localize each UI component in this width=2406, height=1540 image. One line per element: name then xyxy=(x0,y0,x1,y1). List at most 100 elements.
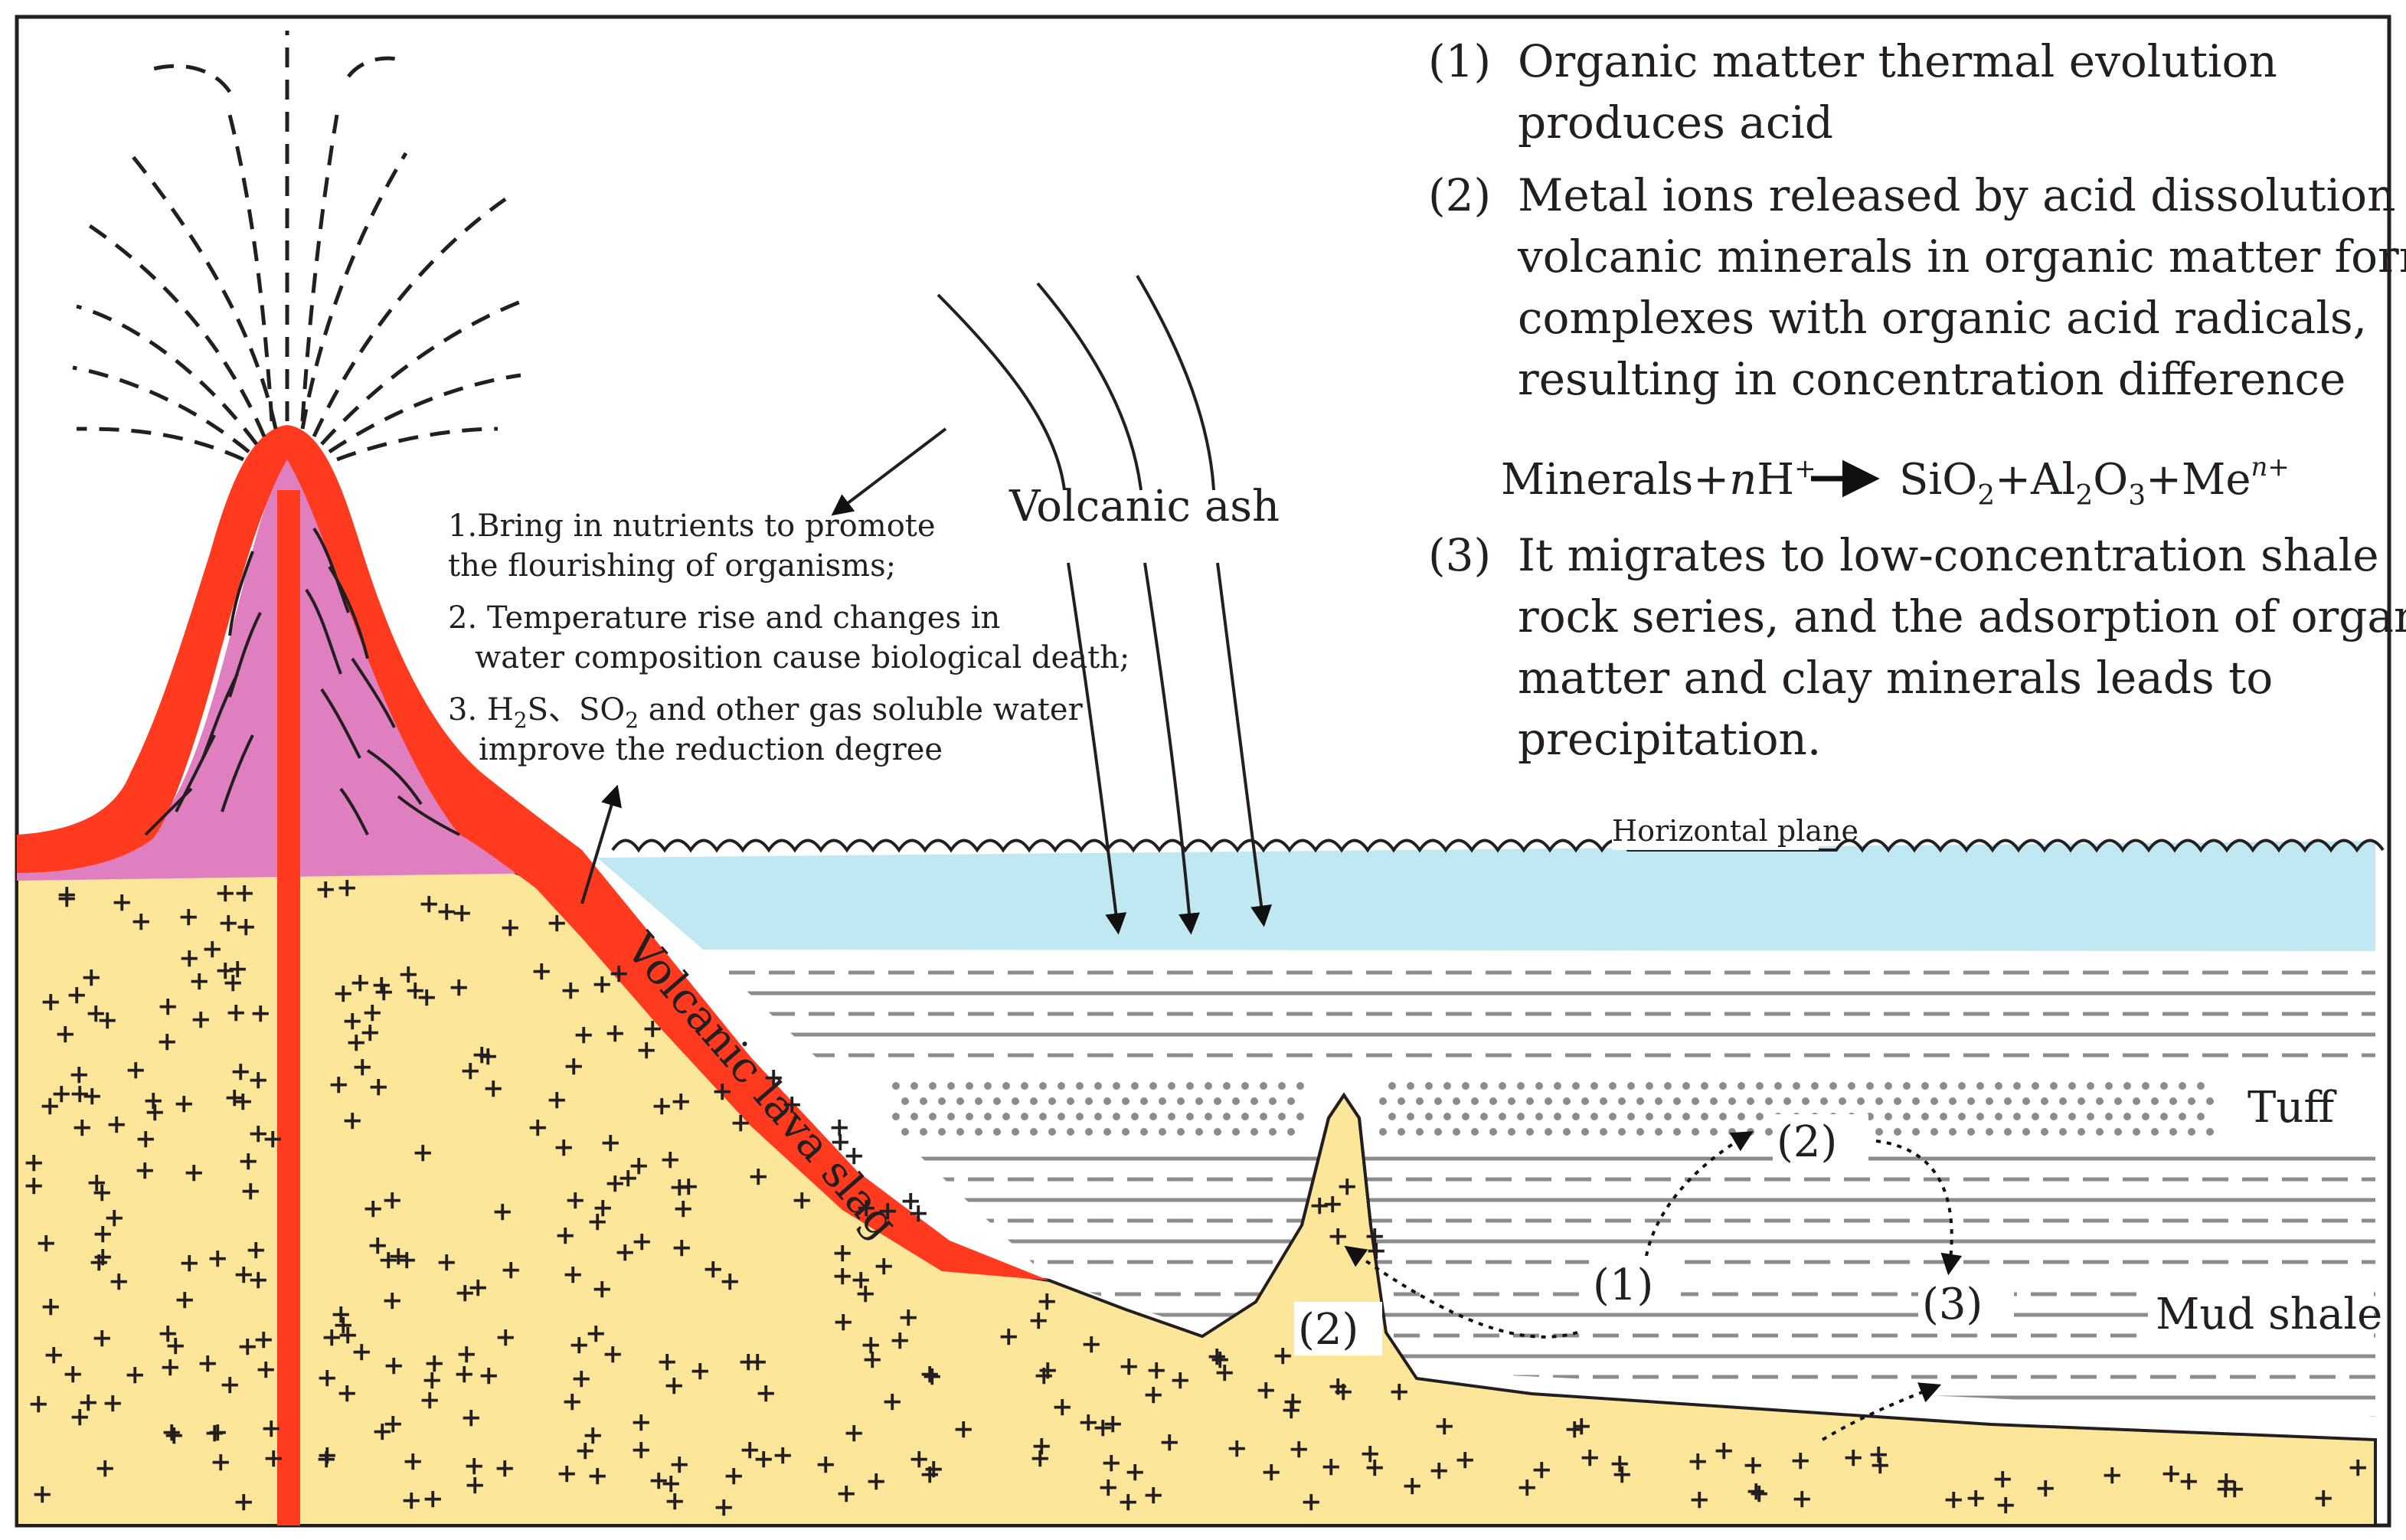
marker-2-lower: (2) xyxy=(1298,1305,1358,1355)
tuff-dot xyxy=(1260,1082,1267,1090)
tuff-dot xyxy=(1976,1082,1984,1090)
rock-plus: + xyxy=(23,1170,45,1201)
tuff-dot xyxy=(929,1082,937,1090)
rock-plus: + xyxy=(448,972,470,1002)
tuff-dot xyxy=(966,1113,973,1120)
tuff-dot xyxy=(1067,1097,1074,1105)
tuff-dot xyxy=(1618,1128,1626,1136)
rock-plus: + xyxy=(247,1118,270,1149)
rock-plus: + xyxy=(669,1449,691,1480)
tuff-dot xyxy=(1545,1097,1552,1105)
tuff-dot xyxy=(975,1128,982,1136)
legend-3-line-4: precipitation. xyxy=(1518,713,1821,765)
tuff-dot xyxy=(1149,1082,1157,1090)
tuff-dot xyxy=(2041,1128,2048,1136)
rock-plus: + xyxy=(351,1336,373,1367)
rock-plus: + xyxy=(159,1352,181,1382)
note-line-5: 3. H2S、SO2 and other gas soluble water xyxy=(448,692,1084,733)
tuff-dot xyxy=(910,1113,918,1120)
legend-3-line-2: rock series, and the adsorption of organ… xyxy=(1518,590,2406,642)
tuff-dot xyxy=(2197,1113,2205,1120)
legend-3-line-3: matter and clay minerals leads to xyxy=(1518,652,2273,704)
rock-plus: + xyxy=(421,1365,443,1395)
rock-plus: + xyxy=(235,911,257,942)
rock-plus: + xyxy=(897,1302,920,1332)
marker-2-upper-bg xyxy=(1773,1114,1868,1168)
tuff-dot xyxy=(1508,1097,1515,1105)
rock-plus: + xyxy=(617,1162,639,1193)
rock-plus: + xyxy=(253,1324,275,1355)
tuff-dot xyxy=(1287,1097,1295,1105)
tuff-dot xyxy=(1692,1097,1699,1105)
rock-plus: + xyxy=(873,1251,895,1281)
rock-plus: + xyxy=(1579,1442,1601,1473)
tuff-dot xyxy=(2133,1097,2140,1105)
rock-plus: + xyxy=(953,1414,975,1444)
reaction-products: SiO2+Al2O3+Men+ xyxy=(1899,452,2290,512)
rock-plus: + xyxy=(1401,1470,1424,1501)
rock-plus: + xyxy=(865,1466,888,1496)
tuff-label-bg xyxy=(2221,1076,2374,1137)
rock-plus: + xyxy=(648,1465,670,1496)
tuff-dot xyxy=(1682,1113,1690,1120)
tuff-peak-outline xyxy=(1300,1092,1372,1226)
tuff-dot xyxy=(1765,1128,1773,1136)
rock-plus: + xyxy=(1080,1329,1103,1359)
rock-plus: + xyxy=(1206,1341,1228,1372)
rock-plus: + xyxy=(1288,1434,1310,1464)
rock-plus: + xyxy=(1516,1472,1538,1502)
rock-plus: + xyxy=(328,1069,350,1100)
rock-plus: + xyxy=(755,1378,777,1408)
tuff-dot xyxy=(1921,1082,1929,1090)
tuff-dot xyxy=(1958,1113,1966,1120)
tuff-dot xyxy=(2179,1113,2186,1120)
rock-plus: + xyxy=(349,967,371,998)
rock-plus: + xyxy=(850,1264,872,1295)
tuff-dot xyxy=(1416,1128,1424,1136)
rock-plus: + xyxy=(342,1005,364,1036)
rock-plus: + xyxy=(315,874,337,904)
rock-plus: + xyxy=(1433,1411,1456,1441)
tuff-dot xyxy=(1489,1097,1497,1105)
tuff-dot xyxy=(1416,1097,1424,1105)
tuff-dot xyxy=(2197,1082,2205,1090)
rock-plus: + xyxy=(1226,1433,1248,1463)
rock-plus: + xyxy=(1214,1357,1236,1388)
rock-plus: + xyxy=(436,896,458,927)
tuff-dot xyxy=(1545,1128,1552,1136)
eruption-plume xyxy=(72,31,529,462)
tuff-dot xyxy=(1398,1128,1405,1136)
rock-plus: + xyxy=(397,959,420,989)
tuff-dot xyxy=(901,1128,909,1136)
rock-plus: + xyxy=(222,967,244,998)
rock-plus: + xyxy=(28,1388,50,1419)
rock-plus: + xyxy=(336,1378,358,1408)
rock-plus: + xyxy=(881,1386,904,1417)
tuff-dot xyxy=(1581,1097,1589,1105)
rock-plus: + xyxy=(1364,1221,1386,1251)
rock-plus: + xyxy=(1748,1478,1770,1509)
rock-plus: + xyxy=(554,1220,577,1251)
rock-plus: + xyxy=(2215,1466,2238,1496)
tuff-dot xyxy=(1076,1082,1084,1090)
note-line-1: 1.Bring in nutrients to promote xyxy=(448,508,936,544)
tuff-dot xyxy=(1930,1097,1938,1105)
tuff-dot xyxy=(1811,1082,1819,1090)
tuff-dot xyxy=(1903,1082,1911,1090)
tuff-dot xyxy=(1921,1113,1929,1120)
rock-plus: + xyxy=(467,1272,489,1303)
rock-plus: + xyxy=(43,1339,65,1370)
tuff-dot xyxy=(1499,1082,1506,1090)
note-line-6: improve the reduction degree xyxy=(479,732,943,767)
rock-plus: + xyxy=(412,1137,434,1168)
tuff-dot xyxy=(1508,1128,1515,1136)
rock-plus: + xyxy=(630,1407,652,1437)
tuff-dot xyxy=(1241,1113,1249,1120)
rock-plus: + xyxy=(737,1346,760,1377)
legend-2-line-1: Metal ions released by acid dissolution … xyxy=(1518,169,2406,221)
rock-plus: + xyxy=(382,1408,404,1439)
rock-plus: + xyxy=(763,1062,785,1093)
tuff-dot xyxy=(2077,1097,2085,1105)
rock-plus: + xyxy=(556,1458,578,1489)
tuff-dot xyxy=(1912,1128,1920,1136)
